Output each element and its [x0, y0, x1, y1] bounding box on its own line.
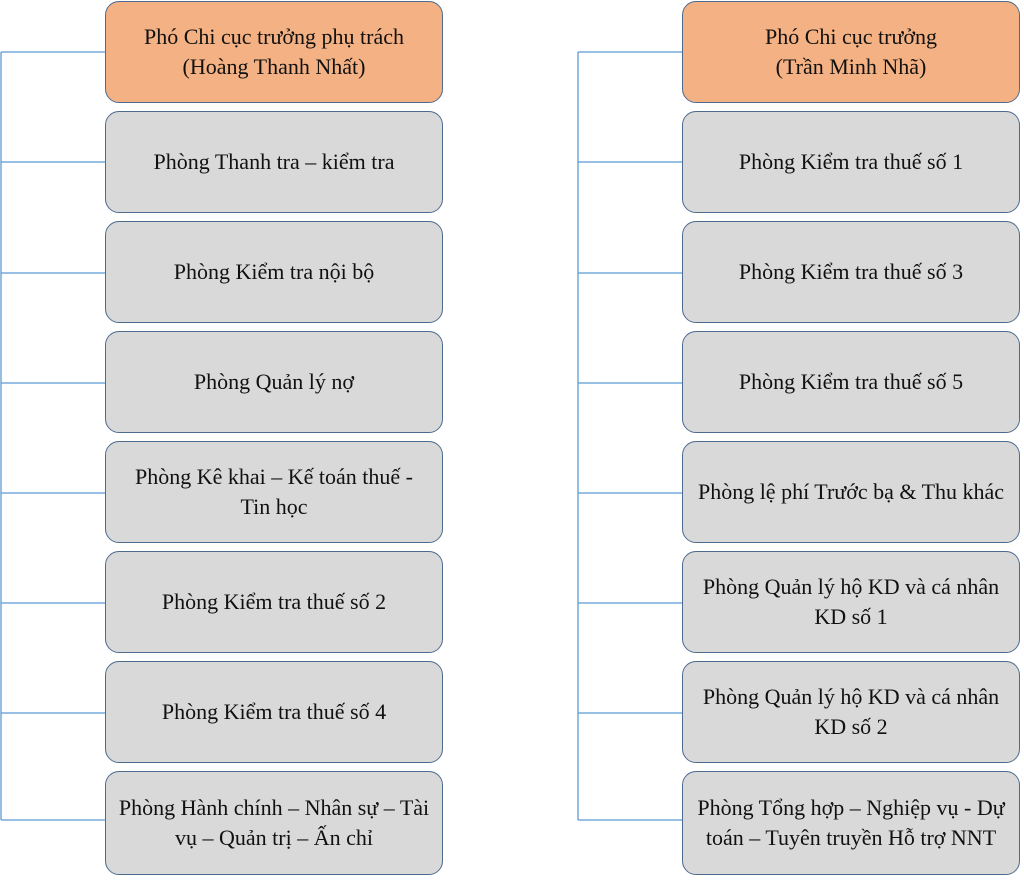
left-dept-box: Phòng Hành chính – Nhân sự – Tài vụ – Qu…: [105, 771, 443, 875]
right-head-person: (Trần Minh Nhã): [775, 54, 927, 79]
right-dept-label: Phòng Kiểm tra thuế số 1: [738, 149, 964, 174]
left-dept-label: Phòng Kiểm tra thuế số 4: [161, 699, 387, 724]
right-dept-label: Phòng Tổng hợp – Nghiệp vụ - Dự toán – T…: [697, 795, 1005, 850]
left-head-title: Phó Chi cục trưởng phụ trách: [143, 24, 404, 49]
left-dept-box: Phòng Kê khai – Kế toán thuế - Tin học: [105, 441, 443, 543]
left-dept-box: Phòng Kiểm tra thuế số 4: [105, 661, 443, 763]
right-dept-box: Phòng lệ phí Trước bạ & Thu khác: [682, 441, 1020, 543]
left-dept-box: Phòng Kiểm tra thuế số 2: [105, 551, 443, 653]
right-dept-box: Phòng Kiểm tra thuế số 1: [682, 111, 1020, 213]
left-head-box: Phó Chi cục trưởng phụ trách (Hoàng Than…: [105, 1, 443, 103]
right-dept-box: Phòng Kiểm tra thuế số 3: [682, 221, 1020, 323]
right-dept-label: Phòng Quản lý hộ KD và cá nhân KD số 2: [702, 684, 1000, 739]
left-dept-label: Phòng Kiểm tra thuế số 2: [161, 589, 387, 614]
left-dept-box: Phòng Thanh tra – kiểm tra: [105, 111, 443, 213]
right-dept-label: Phòng Quản lý hộ KD và cá nhân KD số 1: [702, 574, 1000, 629]
left-head-person: (Hoàng Thanh Nhất): [182, 54, 366, 79]
left-dept-label: Phòng Kiểm tra nội bộ: [173, 259, 375, 284]
left-dept-label: Phòng Kê khai – Kế toán thuế - Tin học: [135, 464, 413, 519]
right-dept-box: Phòng Quản lý hộ KD và cá nhân KD số 1: [682, 551, 1020, 653]
right-dept-label: Phòng Kiểm tra thuế số 5: [738, 369, 964, 394]
right-head-title: Phó Chi cục trưởng: [764, 24, 938, 49]
right-head-box: Phó Chi cục trưởng (Trần Minh Nhã): [682, 1, 1020, 103]
left-dept-label: Phòng Quản lý nợ: [193, 369, 355, 394]
right-dept-box: Phòng Tổng hợp – Nghiệp vụ - Dự toán – T…: [682, 771, 1020, 875]
left-dept-box: Phòng Kiểm tra nội bộ: [105, 221, 443, 323]
left-dept-box: Phòng Quản lý nợ: [105, 331, 443, 433]
right-dept-box: Phòng Quản lý hộ KD và cá nhân KD số 2: [682, 661, 1020, 763]
right-dept-label: Phòng Kiểm tra thuế số 3: [738, 259, 964, 284]
left-dept-label: Phòng Thanh tra – kiểm tra: [153, 149, 395, 174]
right-dept-box: Phòng Kiểm tra thuế số 5: [682, 331, 1020, 433]
right-dept-label: Phòng lệ phí Trước bạ & Thu khác: [697, 479, 1005, 504]
left-dept-label: Phòng Hành chính – Nhân sự – Tài vụ – Qu…: [118, 795, 430, 850]
